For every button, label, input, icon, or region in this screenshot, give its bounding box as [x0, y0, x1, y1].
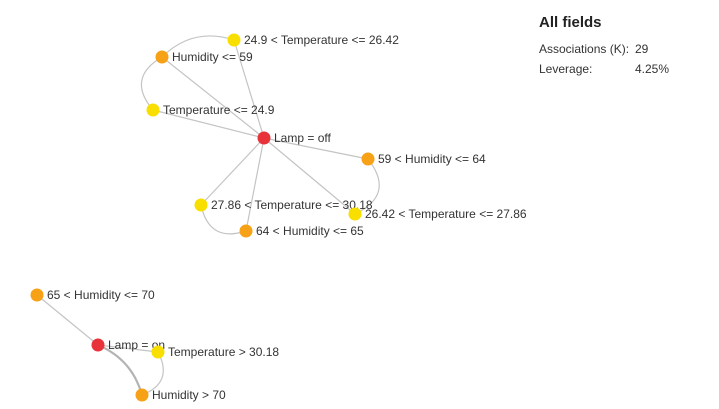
node-dot-lamp_on[interactable]	[91, 338, 105, 352]
node-temp_gt_30[interactable]: Temperature > 30.18	[151, 345, 280, 359]
node-dot-temp_26_27[interactable]	[348, 207, 362, 221]
node-label-temp_le_24: Temperature <= 24.9	[163, 103, 275, 117]
node-dot-hum_64_65[interactable]	[239, 224, 253, 238]
node-label-temp_27_30: 27.86 < Temperature <= 30.18	[211, 198, 373, 212]
node-dot-hum_59_64[interactable]	[361, 152, 375, 166]
node-label-hum_gt_70: Humidity > 70	[152, 388, 226, 402]
summary-panel: All fields Associations (K): 29 Leverage…	[539, 14, 704, 79]
node-label-lamp_on: Lamp = on	[108, 338, 165, 352]
node-lamp_on[interactable]: Lamp = on	[91, 338, 166, 352]
node-label-temp_26_27: 26.42 < Temperature <= 27.86	[365, 207, 527, 221]
node-temp_26_27[interactable]: 26.42 < Temperature <= 27.86	[348, 207, 527, 221]
node-dot-temp_24_26[interactable]	[227, 33, 241, 47]
leverage-label: Leverage:	[539, 62, 593, 76]
edge-hum_le_59-lamp_off	[161, 56, 265, 139]
node-label-hum_59_64: 59 < Humidity <= 64	[378, 152, 486, 166]
node-dot-hum_65_70[interactable]	[30, 288, 44, 302]
panel-title: All fields	[539, 14, 602, 31]
node-temp_24_26[interactable]: 24.9 < Temperature <= 26.42	[227, 33, 400, 47]
node-dot-lamp_off[interactable]	[257, 131, 271, 145]
node-hum_le_59[interactable]: Humidity <= 59	[155, 50, 254, 64]
node-lamp_off[interactable]: Lamp = off	[257, 131, 332, 145]
associations-row: Associations (K): 29	[539, 39, 704, 59]
node-temp_27_30[interactable]: 27.86 < Temperature <= 30.18	[194, 198, 373, 212]
node-dot-temp_le_24[interactable]	[146, 103, 160, 117]
edge-lamp_off-hum_64_65	[245, 137, 265, 232]
node-label-hum_64_65: 64 < Humidity <= 65	[256, 224, 364, 238]
node-label-hum_le_59: Humidity <= 59	[172, 50, 253, 64]
leverage-value: 4.25%	[634, 62, 669, 76]
edge-lamp_on-hum_gt_70	[97, 343, 144, 396]
node-hum_59_64[interactable]: 59 < Humidity <= 64	[361, 152, 487, 166]
node-temp_le_24[interactable]: Temperature <= 24.9	[146, 103, 275, 117]
node-dot-hum_le_59[interactable]	[155, 50, 169, 64]
node-hum_64_65[interactable]: 64 < Humidity <= 65	[239, 224, 365, 238]
edge-hum_59_64-temp_26_27	[354, 158, 380, 215]
edge-temp_24_26-hum_le_59	[161, 35, 235, 58]
node-dot-temp_27_30[interactable]	[194, 198, 208, 212]
edge-lamp_off-temp_27_30	[200, 137, 265, 206]
node-dot-hum_gt_70[interactable]	[135, 388, 149, 402]
leverage-row: Leverage: 4.25%	[539, 59, 704, 79]
edge-lamp_on-temp_gt_30	[97, 344, 159, 353]
node-label-lamp_off: Lamp = off	[274, 131, 331, 145]
edge-temp_24_26-lamp_off	[233, 39, 265, 139]
associations-value: 29	[635, 42, 649, 56]
associations-label: Associations (K):	[539, 42, 630, 56]
edge-temp_27_30-hum_64_65	[200, 204, 247, 235]
node-dot-temp_gt_30[interactable]	[151, 345, 165, 359]
node-label-temp_gt_30: Temperature > 30.18	[168, 345, 279, 359]
node-label-temp_24_26: 24.9 < Temperature <= 26.42	[244, 33, 399, 47]
edge-lamp_off-hum_59_64	[263, 137, 369, 160]
edge-lamp_off-temp_26_27	[263, 137, 356, 215]
edges-layer	[36, 35, 380, 396]
node-hum_65_70[interactable]: 65 < Humidity <= 70	[30, 288, 156, 302]
edge-temp_le_24-lamp_off	[152, 109, 265, 139]
node-label-hum_65_70: 65 < Humidity <= 70	[47, 288, 155, 302]
edge-hum_65_70-lamp_on	[36, 294, 99, 346]
node-hum_gt_70[interactable]: Humidity > 70	[135, 388, 227, 402]
edge-hum_le_59-temp_le_24	[140, 56, 163, 111]
